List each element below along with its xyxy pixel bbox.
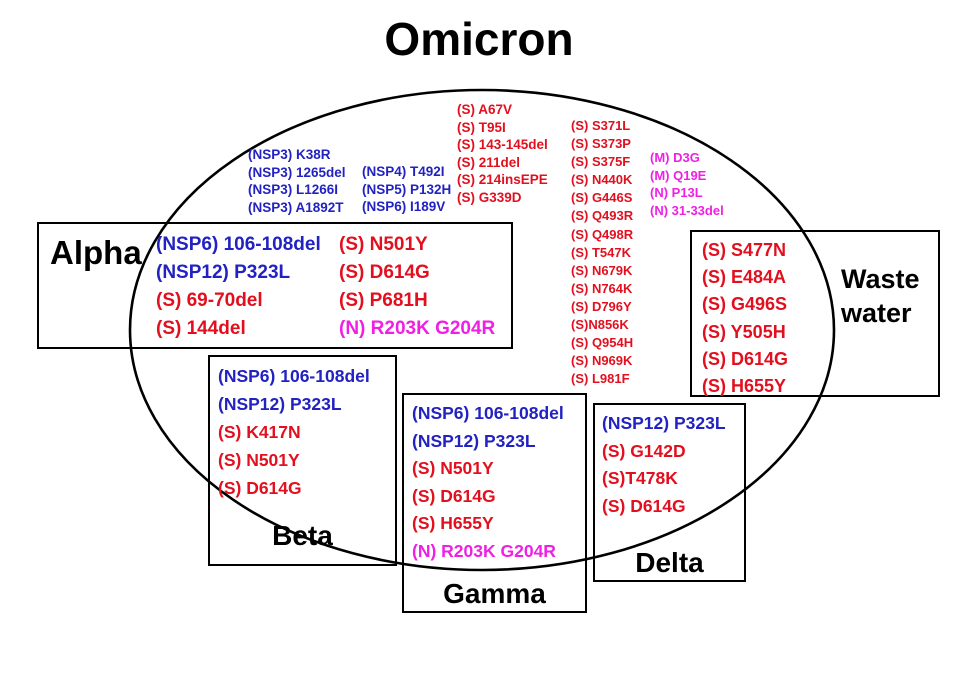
mutation-line: (S) S373P bbox=[571, 136, 631, 152]
omicron-spike-mutation-list: (S) S371L (S) S373P (S) S375F (S) N440K (S) … bbox=[571, 117, 633, 388]
mutation-line: (NSP3) 1265del bbox=[248, 164, 346, 180]
mutation-line: (S) H655Y bbox=[702, 376, 787, 397]
mutation-line: (S) H655Y bbox=[412, 513, 494, 534]
gamma-mutation-list: (NSP6) 106-108del (NSP12) P323L (S) N501Y (… bbox=[412, 400, 564, 566]
mutation-line: (S) T547K bbox=[571, 244, 631, 260]
mutation-line: (NSP5) P132H bbox=[362, 181, 452, 197]
mutation-line: (S) 143-145del bbox=[457, 137, 548, 153]
delta-variant-box: (NSP12) P323L(S) G142D(S)T478K(S) D614G … bbox=[593, 403, 746, 582]
mutation-line: (N) 31-33del bbox=[650, 202, 724, 218]
mutation-line: (S) G446S bbox=[571, 190, 633, 206]
waste-water-mutation-list: (S) S477N (S) E484A (S) G496S (S) Y505H (S) … bbox=[702, 237, 788, 400]
mutation-line: (NSP12) P323L bbox=[156, 262, 291, 283]
mutation-line: (N) R203K G204R bbox=[339, 318, 496, 339]
mutation-line: (S) S375F bbox=[571, 154, 631, 170]
mutation-line: (NSP6) I189V bbox=[362, 199, 446, 214]
mutation-line: (S) G496S bbox=[702, 294, 788, 315]
alpha-mutation-list-col1: (NSP6) 106-108del (NSP12) P323L (S) 69-70d… bbox=[156, 231, 321, 343]
omicron-nsp3-mutation-list: (NSP3) K38R (NSP3) 1265del (NSP3) L1266I (N… bbox=[248, 146, 346, 216]
mutation-line: (S) L981F bbox=[571, 371, 630, 387]
mutation-line: (S) S477N bbox=[702, 240, 787, 260]
mutation-line: (S) Q498R bbox=[571, 226, 634, 242]
mutation-line: (NSP6) 106-108del bbox=[218, 366, 370, 386]
mutation-line: (S) N501Y bbox=[339, 234, 428, 255]
mutation-line: (NSP4) T492I bbox=[362, 164, 445, 179]
alpha-mutation-list-col2: (S) N501Y (S) D614G (S) P681H (N) R203K G20… bbox=[339, 231, 495, 343]
alpha-label: Alpha bbox=[50, 234, 142, 271]
mutation-line: (S) D614G bbox=[218, 478, 302, 498]
mutation-line: (S) 214insEPE bbox=[457, 172, 548, 188]
mutation-line: (S) D796Y bbox=[571, 298, 632, 314]
omicron-spike-nterm-mutation-list: (S) A67V (S) T95I (S) 143-145del(S) 211del… bbox=[457, 101, 548, 207]
mutation-line: (S) G142D bbox=[602, 440, 686, 461]
mutation-line: (S) N501Y bbox=[218, 450, 300, 470]
mutation-line: (S) G339D bbox=[457, 189, 522, 205]
mutation-line: (S) 69-70del bbox=[156, 290, 263, 311]
mutation-line: (S) Y505H bbox=[702, 321, 786, 342]
omicron-nsp4-nsp6-mutation-list: (NSP4) T492I (NSP5) P132H (NSP6) I189V bbox=[362, 163, 451, 216]
mutation-line: (S) D614G bbox=[702, 348, 789, 369]
mutation-line: (S) Q954H bbox=[571, 335, 634, 351]
mutation-line: (NSP3) A1892T bbox=[248, 199, 344, 215]
mutation-line: (S) N501Y bbox=[412, 458, 494, 479]
mutation-line: (NSP3) L1266I bbox=[248, 182, 339, 197]
mutation-line: (S) N764K bbox=[571, 280, 633, 296]
mutation-line: (S) P681H bbox=[339, 290, 428, 311]
mutation-line: (S) N440K bbox=[571, 172, 633, 188]
mutation-line: (NSP12) P323L bbox=[218, 394, 342, 414]
mutation-line: (S) D614G bbox=[412, 485, 496, 506]
waste-water-label-line1: Waste bbox=[841, 264, 920, 294]
mutation-line: (N) P13L bbox=[650, 185, 703, 201]
mutation-line: (S) T95I bbox=[457, 119, 506, 135]
mutation-line: (N) R203K G204R bbox=[412, 540, 556, 561]
beta-variant-box: (NSP6) 106-108del (NSP12) P323L (S) K417N (… bbox=[208, 355, 397, 566]
mutation-line: (S)N856K bbox=[571, 317, 629, 333]
gamma-variant-box: (NSP6) 106-108del (NSP12) P323L (S) N501Y (… bbox=[402, 393, 587, 613]
mutation-line: (NSP12) P323L bbox=[412, 430, 536, 451]
waste-water-label: Waste water bbox=[841, 262, 920, 330]
mutation-line: (S) D614G bbox=[602, 495, 686, 516]
diagram-title: Omicron bbox=[384, 13, 574, 65]
delta-mutation-list: (NSP12) P323L (S) G142D (S)T478K (S) D614G bbox=[602, 410, 726, 520]
mutation-line: (S) Q493R bbox=[571, 208, 634, 224]
mutation-line: (NSP6) 106-108del bbox=[156, 234, 321, 255]
waste-water-box: (S) S477N (S) E484A (S) G496S (S) Y505H (S) … bbox=[690, 230, 940, 397]
mutation-line: (NSP3) K38R bbox=[248, 147, 331, 162]
mutation-line: (S) K417N bbox=[218, 422, 301, 442]
mutation-line: (S) E484A bbox=[702, 267, 787, 288]
mutation-line: (S) A67V bbox=[457, 102, 513, 117]
beta-mutation-list: (NSP6) 106-108del (NSP12) P323L (S) K417N (… bbox=[218, 362, 370, 502]
mutation-line: (S) 211del bbox=[457, 154, 521, 170]
mutation-line: (S) N969K bbox=[571, 353, 633, 369]
mutation-line: (S) N679K bbox=[571, 262, 633, 278]
mutation-line: (S)T478K bbox=[602, 468, 678, 489]
mutation-line: (S) S371L bbox=[571, 118, 631, 133]
mutation-line: (S) 144del bbox=[156, 318, 246, 339]
delta-label: Delta bbox=[635, 547, 704, 578]
mutation-line: (NSP12) P323L bbox=[602, 413, 726, 433]
mutation-line: (S) D614G bbox=[339, 262, 430, 283]
mutation-line: (M) Q19E bbox=[650, 167, 707, 183]
mutation-line: (M) D3G bbox=[650, 150, 700, 165]
gamma-label: Gamma bbox=[443, 578, 546, 609]
alpha-variant-box: Alpha (NSP6) 106-108del (NSP12) P323L (S) … bbox=[37, 222, 513, 349]
mutation-line: (NSP6) 106-108del bbox=[412, 403, 564, 423]
omicron-m-n-mutation-list: (M) D3G (M) Q19E (N) P13L(N) 31-33del bbox=[650, 149, 724, 219]
beta-label: Beta bbox=[272, 520, 333, 551]
waste-water-label-line2: water bbox=[841, 298, 912, 328]
